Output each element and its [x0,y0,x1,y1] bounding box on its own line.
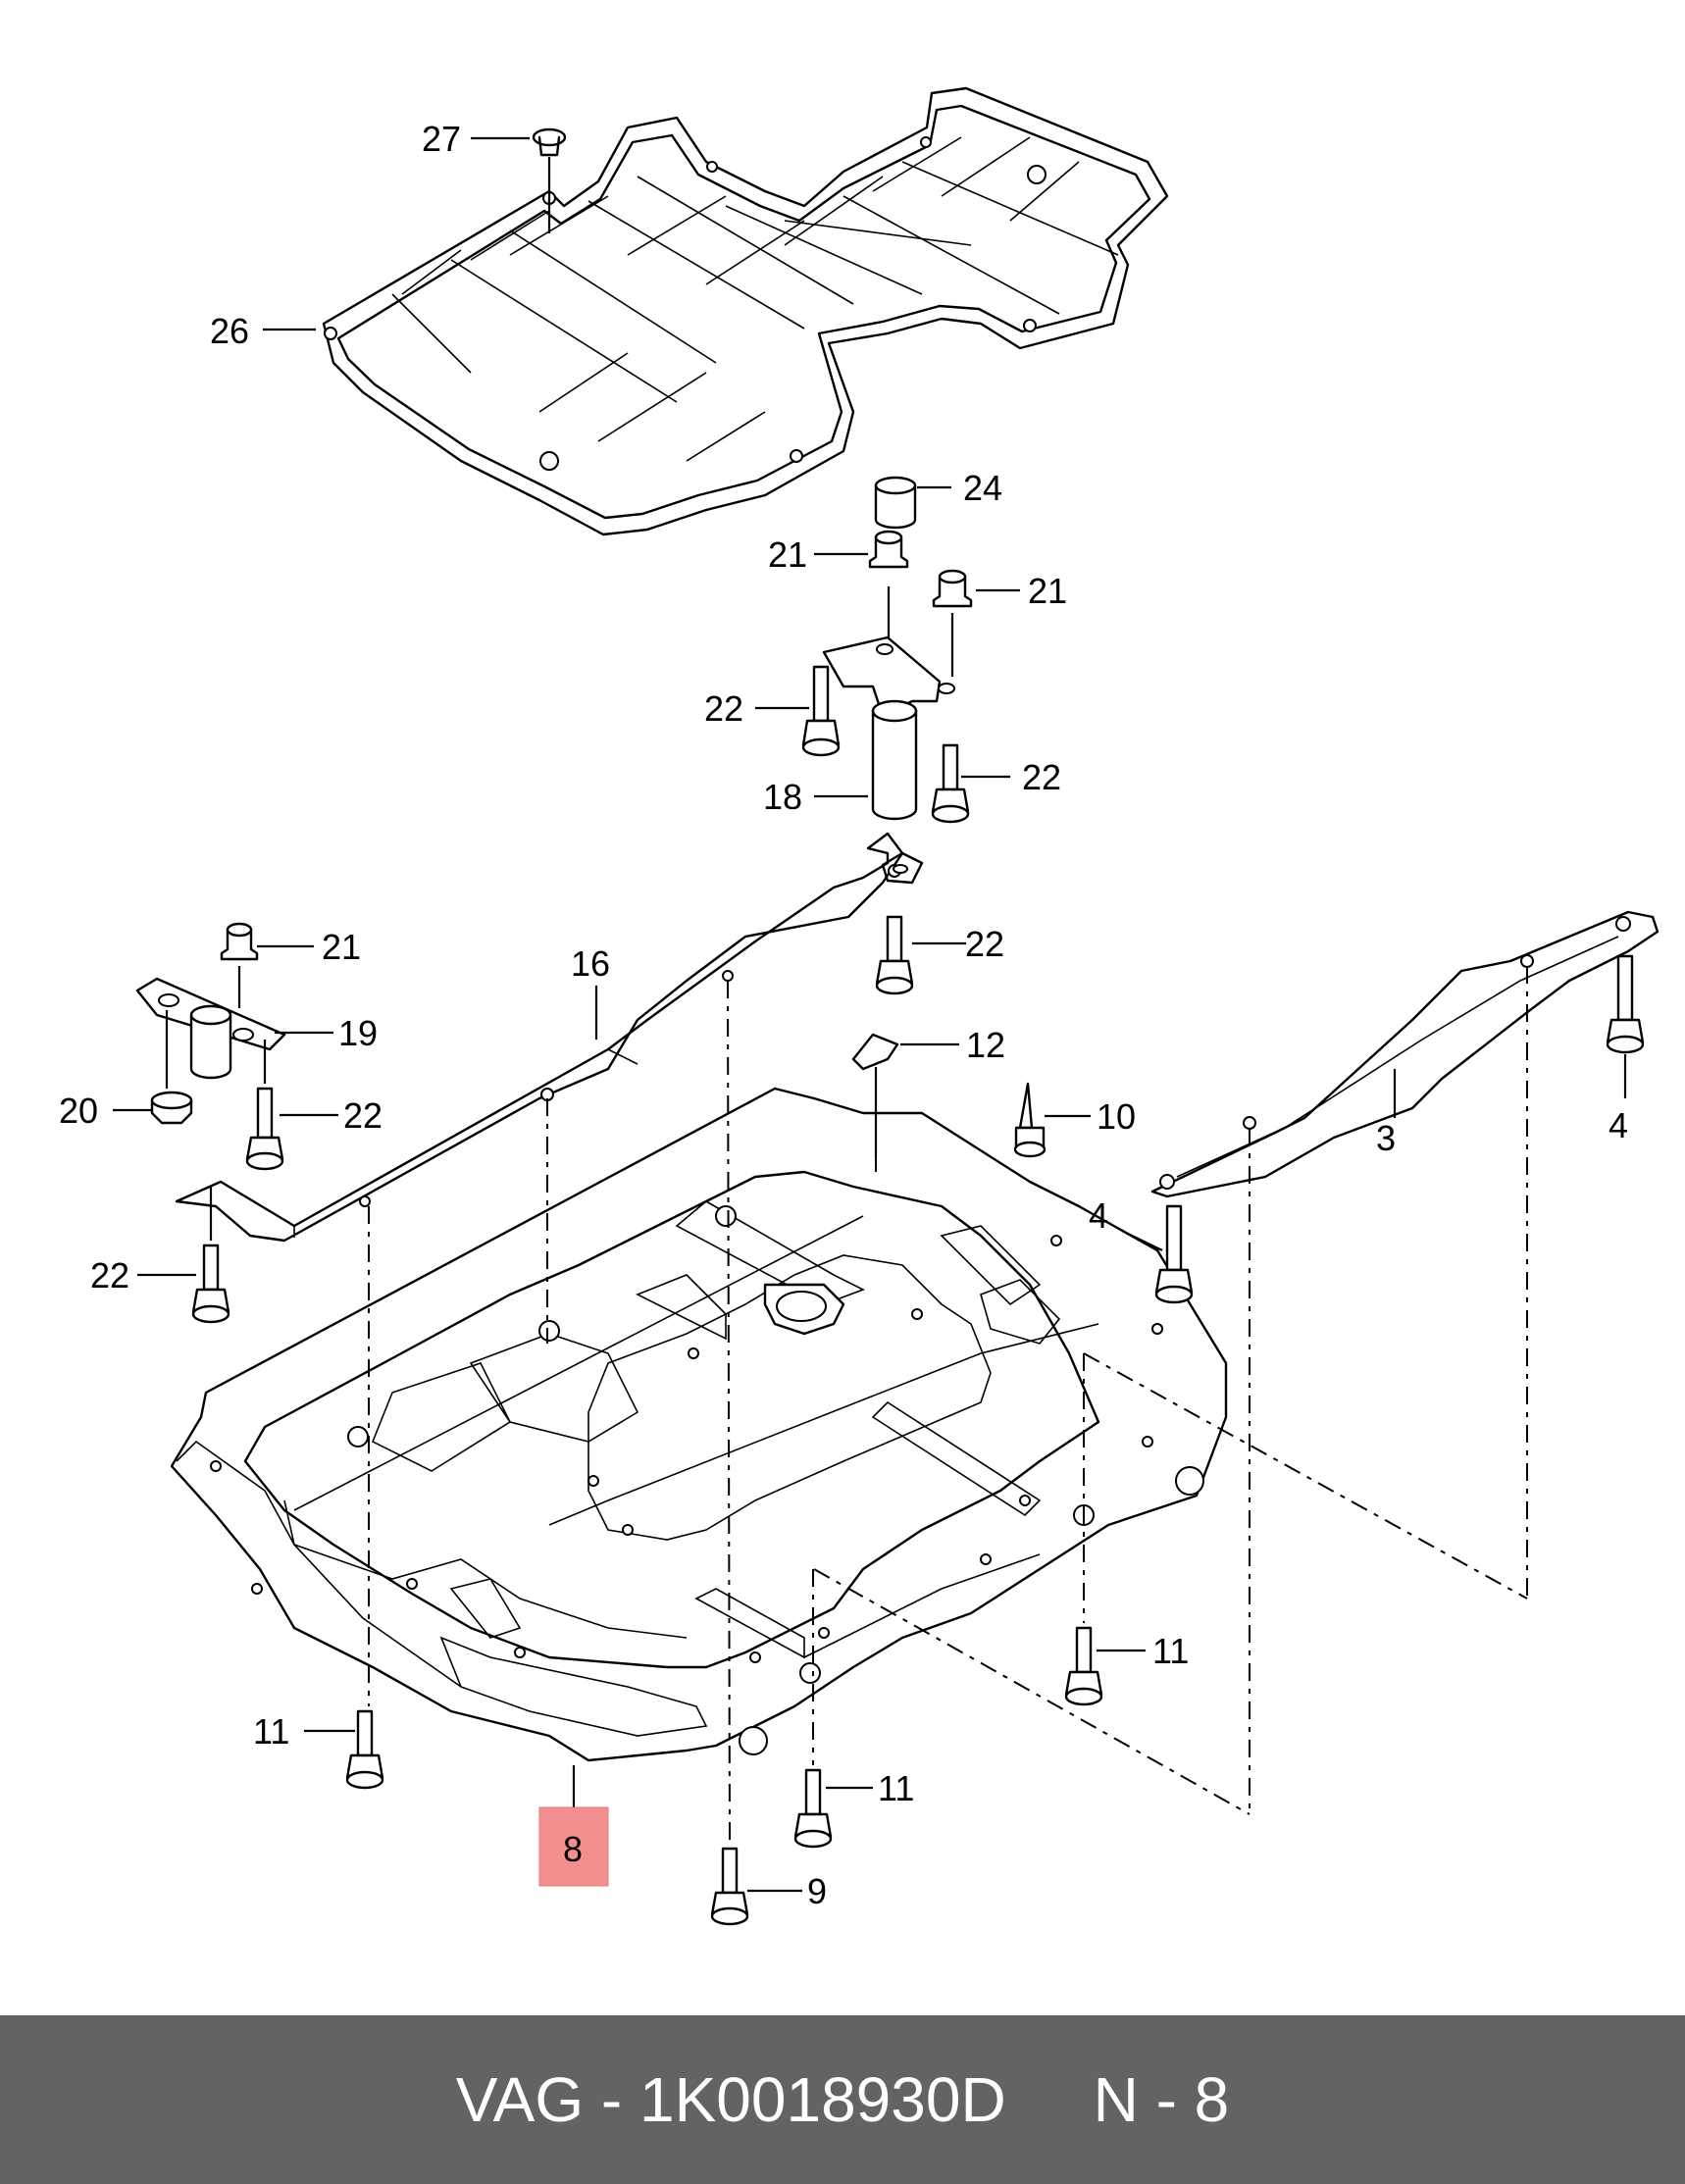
bolt-11-b [1064,1626,1103,1706]
bolt-4-b [1606,954,1645,1098]
callout-8: 8 [563,1829,583,1869]
callout-10: 10 [1097,1096,1136,1137]
callout-3: 3 [1376,1118,1396,1158]
bolt-4-a [1154,1204,1194,1304]
callout-11-a: 11 [253,1711,289,1752]
spacer-sleeve-18 [822,635,955,885]
bolt-22-c [875,915,914,995]
support-rail-16 [175,832,904,1243]
assembly-lines [368,966,1528,1845]
bolt-22-d [245,1040,284,1171]
side-rail-3 [1150,910,1659,1198]
clip-27 [532,127,567,233]
bolt-11-a [345,1709,384,1790]
callout-19: 19 [338,1013,378,1053]
callout-11-c: 11 [878,1768,914,1808]
callout-4-b: 4 [1608,1105,1628,1145]
callout-9: 9 [807,1871,827,1911]
nut-21-b [932,569,973,677]
callout-21-a: 21 [768,534,807,575]
diagram-canvas: 27 26 24 21 21 22 22 18 22 21 16 19 20 2… [59,86,1659,1926]
callout-labels: 27 26 24 21 21 22 22 18 22 21 16 19 20 2… [59,119,1628,1911]
callout-21-b: 21 [1028,571,1067,611]
engine-guard-8 [170,1087,1228,1762]
bracket-19 [135,977,286,1080]
sleeve-20 [150,1010,193,1125]
callout-leaders [113,136,1397,1893]
nut-21-a [868,530,909,637]
cap-24 [874,476,917,530]
callout-22-c: 22 [965,924,1004,964]
bolt-22-b [931,743,970,824]
callout-18: 18 [763,777,802,817]
bolt-22-a [801,665,841,757]
callout-22-e: 22 [90,1255,129,1295]
callout-22-a: 22 [704,688,743,729]
clip-12 [851,1033,899,1157]
callout-22-b: 22 [1022,757,1061,797]
callout-24: 24 [963,468,1002,508]
screw-10 [1013,1082,1047,1158]
callout-27: 27 [422,119,461,159]
nut-21-c [220,922,259,1008]
exploded-parts-diagram: 27 26 24 21 21 22 22 18 22 21 16 19 20 2… [59,86,1659,1926]
callout-20: 20 [59,1091,98,1131]
callout-11-b: 11 [1152,1631,1189,1671]
callout-21-c: 21 [322,927,361,967]
part-number-text: VAG - 1K0018930D N - 8 [455,2064,1230,2135]
callout-22-d: 22 [343,1095,383,1136]
callout-26: 26 [210,311,249,351]
highlight-part-8 [538,1806,609,1887]
part-number-footer: VAG - 1K0018930D N - 8 [0,2015,1685,2184]
callout-12: 12 [966,1025,1005,1065]
callout-4-a: 4 [1089,1195,1108,1236]
bolt-22-e [191,1187,230,1324]
bolt-9 [710,1847,749,1926]
callout-16: 16 [571,943,610,984]
bolt-11-c [793,1768,833,1849]
